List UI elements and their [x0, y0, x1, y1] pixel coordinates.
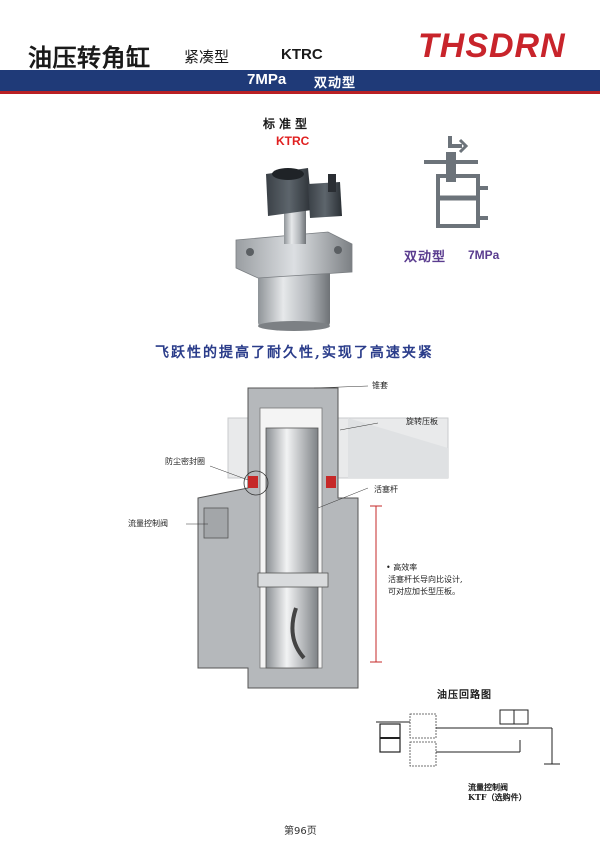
hydraulic-symbol [424, 136, 488, 228]
spec-band: 7MPa 双动型 [0, 70, 600, 91]
cross-section-diagram [186, 385, 449, 689]
label-piston-rod: 活塞杆 [374, 485, 398, 494]
product-type-label: 标准型 [263, 117, 312, 131]
circuit-title: 油压回路图 [437, 690, 492, 701]
label-efficiency-line2: 可对应加长型压板。 [388, 587, 460, 596]
logo-text: THSDRN [418, 28, 566, 62]
symbol-pressure-label: 7MPa [468, 248, 500, 262]
page-number: 第96页 [284, 826, 317, 837]
label-swing-arm: 旋转压板 [406, 417, 438, 426]
circuit-valve-name: 流量控制阀 [468, 782, 508, 792]
symbol-action-label: 双动型 [404, 250, 447, 265]
brand-logo: THSDRN [418, 28, 566, 62]
product-photo [235, 168, 353, 331]
band-pressure: 7MPa [247, 71, 287, 88]
band-red-rule [0, 91, 600, 94]
label-taper: 锥套 [372, 381, 388, 390]
band-action: 双动型 [314, 76, 357, 91]
label-dust-seal: 防尘密封圈 [165, 457, 205, 466]
tagline: 飞跃性的提高了耐久性,实现了高速夹紧 [155, 345, 434, 361]
page-subtitle: 紧凑型 [184, 48, 230, 66]
header-model: KTRC [281, 46, 323, 63]
label-efficiency-line1: 活塞杆长导向比设计, [388, 575, 463, 584]
page-title: 油压转角缸 [28, 44, 151, 72]
hydraulic-circuit-diagram [376, 709, 560, 767]
label-flow-valve: 流量控制阀 [128, 519, 168, 528]
label-efficiency: • 高效率 [386, 563, 418, 572]
product-model: KTRC [276, 134, 310, 148]
circuit-valve-model: KTF（选购件） [468, 792, 527, 802]
